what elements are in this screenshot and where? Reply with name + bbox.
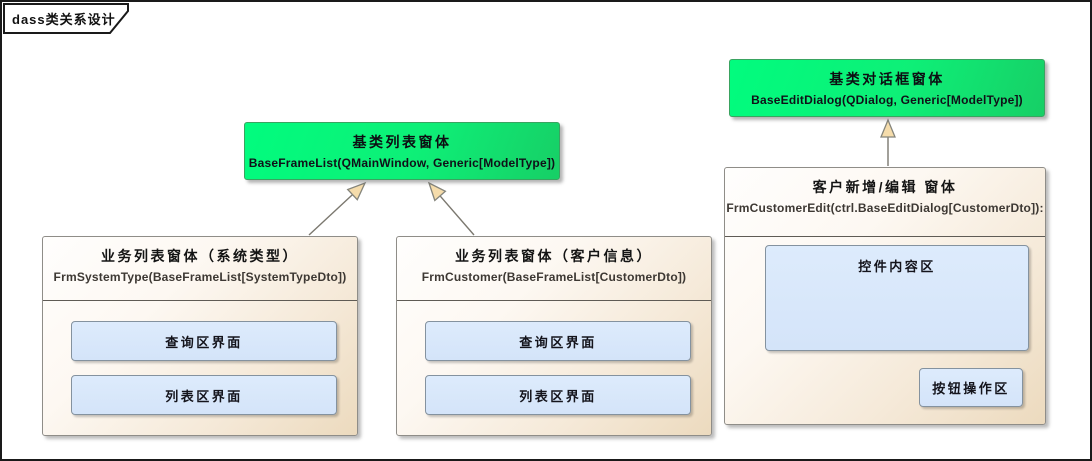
class-node-base-frame-list[interactable]: 基类列表窗体 BaseFrameList(QMainWindow, Generi…: [244, 122, 560, 180]
class-node-base-edit-dialog[interactable]: 基类对话框窗体 BaseEditDialog(QDialog, Generic[…: [729, 59, 1045, 117]
region-button-operation-area[interactable]: 按钮操作区: [919, 368, 1023, 407]
class-node-frm-system-type[interactable]: 业务列表窗体（系统类型） FrmSystemType(BaseFrameList…: [42, 236, 358, 436]
inheritance-arrow-customer-edit: [880, 118, 896, 166]
diagram-title: dass类关系设计: [12, 12, 116, 27]
class-signature: BaseFrameList(QMainWindow, Generic[Model…: [248, 156, 556, 170]
region-query-area[interactable]: 查询区界面: [425, 321, 691, 361]
class-node-frm-customer[interactable]: 业务列表窗体（客户信息） FrmCustomer(BaseFrameList[C…: [396, 236, 712, 436]
region-label: 查询区界面: [519, 334, 597, 350]
region-query-area[interactable]: 查询区界面: [71, 321, 337, 361]
region-control-content-area[interactable]: 控件内容区: [765, 245, 1029, 351]
class-signature: FrmCustomer(BaseFrameList[CustomerDto]): [421, 270, 687, 284]
class-title: 业务列表窗体（系统类型）: [101, 248, 299, 264]
class-title: 基类对话框窗体: [829, 71, 945, 87]
class-signature: FrmCustomerEdit(ctrl.BaseEditDialog[Cust…: [726, 201, 1044, 215]
inheritance-arrow-system-type: [308, 181, 367, 236]
region-label: 查询区界面: [165, 334, 243, 350]
inheritance-arrow-customer: [427, 181, 475, 236]
class-title: 客户新增/编辑 窗体: [812, 179, 958, 195]
region-list-area[interactable]: 列表区界面: [71, 375, 337, 415]
class-header: 客户新增/编辑 窗体 FrmCustomerEdit(ctrl.BaseEdit…: [725, 177, 1045, 237]
class-header: 业务列表窗体（系统类型） FrmSystemType(BaseFrameList…: [43, 246, 357, 301]
class-signature: FrmSystemType(BaseFrameList[SystemTypeDt…: [53, 270, 347, 284]
class-signature: BaseEditDialog(QDialog, Generic[ModelTyp…: [751, 93, 1023, 107]
region-list-area[interactable]: 列表区界面: [425, 375, 691, 415]
region-label: 列表区界面: [165, 388, 243, 404]
class-title: 业务列表窗体（客户信息）: [455, 248, 653, 264]
region-label: 列表区界面: [519, 388, 597, 404]
class-node-frm-customer-edit[interactable]: 客户新增/编辑 窗体 FrmCustomerEdit(ctrl.BaseEdit…: [724, 167, 1046, 425]
region-label: 按钮操作区: [932, 381, 1010, 396]
class-title: 基类列表窗体: [352, 134, 452, 150]
region-label: 控件内容区: [858, 259, 936, 274]
class-header: 业务列表窗体（客户信息） FrmCustomer(BaseFrameList[C…: [397, 246, 711, 301]
